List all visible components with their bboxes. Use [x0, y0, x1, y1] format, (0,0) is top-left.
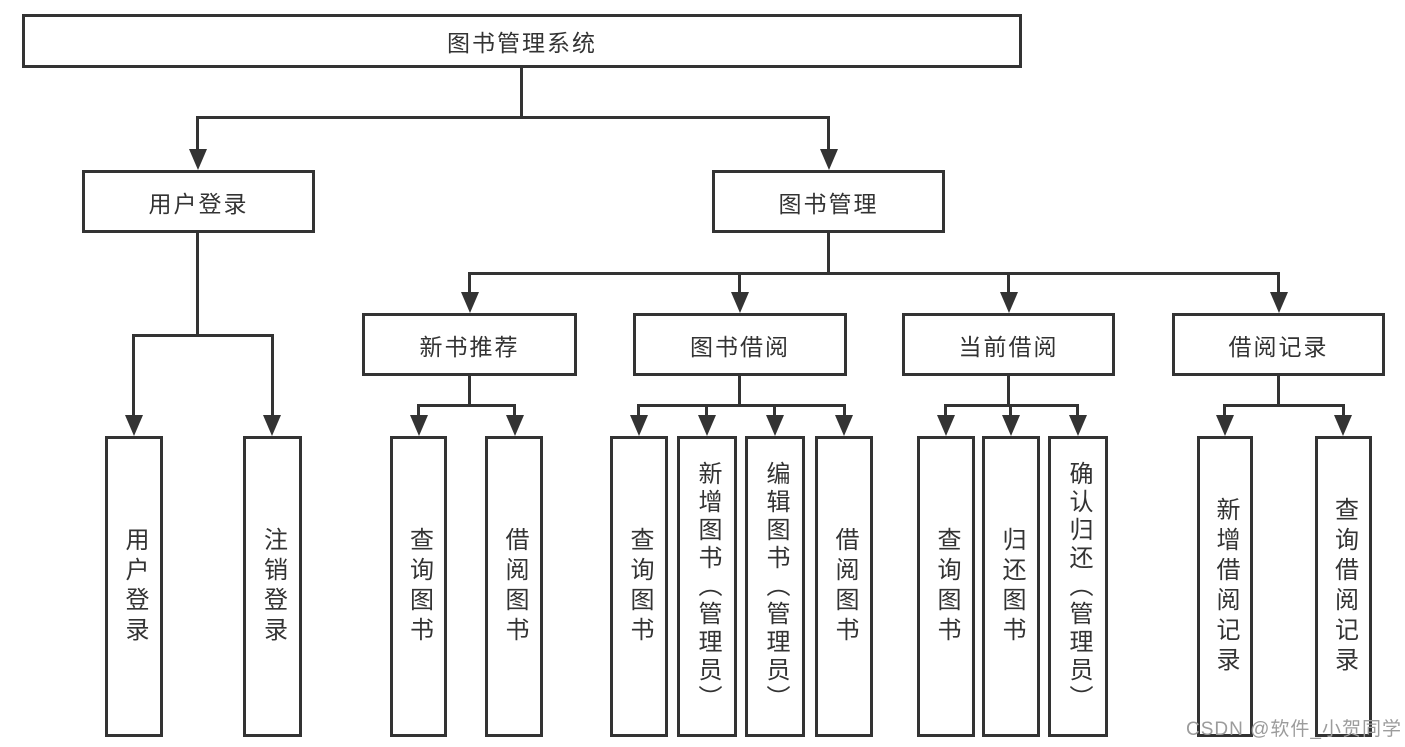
leaf-query-books-2-label: 查询图书: [626, 526, 653, 647]
leaf-return-books-label: 归还图书: [998, 526, 1025, 647]
arrow-down-icon: [189, 149, 207, 170]
leaf-user-login: 用户登录: [105, 436, 163, 737]
connector-line: [417, 404, 516, 407]
leaf-borrow-books-2: 借阅图书: [815, 436, 873, 737]
leaf-query-books-2: 查询图书: [610, 436, 668, 737]
arrow-down-icon: [766, 415, 784, 436]
arrow-down-icon: [630, 415, 648, 436]
connector-line: [637, 404, 640, 417]
node-current-borrow: 当前借阅: [902, 313, 1115, 376]
connector-line: [196, 233, 199, 336]
connector-line: [1007, 376, 1010, 406]
leaf-edit-books-label: 编辑图书（管理员）: [762, 460, 789, 713]
connector-line: [827, 233, 830, 274]
leaf-query-borrow-record-label: 查询借阅记录: [1330, 496, 1358, 677]
connector-line: [773, 404, 776, 417]
leaf-query-books-1: 查询图书: [390, 436, 447, 737]
connector-line: [196, 116, 199, 152]
csdn-watermark: CSDN @软件_小贺同学: [1186, 719, 1402, 740]
connector-line: [1223, 404, 1226, 417]
connector-line: [738, 272, 741, 294]
arrow-down-icon: [1069, 415, 1087, 436]
node-new-book-recommend-label: 新书推荐: [419, 333, 520, 360]
leaf-logout: 注销登录: [243, 436, 302, 737]
connector-line: [468, 272, 1280, 275]
leaf-logout-label: 注销登录: [259, 526, 287, 647]
leaf-confirm-return-label: 确认归还（管理员）: [1065, 460, 1092, 713]
node-book-management-label: 图书管理: [778, 190, 879, 217]
node-borrow-records-label: 借阅记录: [1228, 333, 1329, 360]
leaf-query-borrow-record: 查询借阅记录: [1315, 436, 1372, 737]
leaf-return-books: 归还图书: [982, 436, 1040, 737]
leaf-borrow-books-1: 借阅图书: [485, 436, 543, 737]
connector-line: [417, 404, 420, 417]
arrow-down-icon: [1002, 415, 1020, 436]
node-user-login: 用户登录: [82, 170, 315, 233]
node-user-login-label: 用户登录: [148, 190, 249, 217]
connector-line: [1007, 272, 1010, 294]
connector-line: [944, 404, 947, 417]
arrow-down-icon: [1000, 292, 1018, 313]
connector-line: [1223, 404, 1345, 407]
leaf-borrow-books-1-label: 借阅图书: [501, 526, 528, 647]
leaf-confirm-return: 确认归还（管理员）: [1048, 436, 1108, 737]
connector-line: [705, 404, 708, 417]
arrow-down-icon: [835, 415, 853, 436]
node-root: 图书管理系统: [22, 14, 1022, 68]
connector-line: [520, 68, 523, 118]
arrow-down-icon: [461, 292, 479, 313]
connector-line: [468, 272, 471, 294]
arrow-down-icon: [410, 415, 428, 436]
connector-line: [513, 404, 516, 417]
connector-line: [1342, 404, 1345, 417]
connector-line: [1076, 404, 1079, 417]
arrow-down-icon: [731, 292, 749, 313]
arrow-down-icon: [263, 415, 281, 436]
leaf-query-books-1-label: 查询图书: [405, 526, 433, 647]
arrow-down-icon: [506, 415, 524, 436]
node-book-borrow: 图书借阅: [633, 313, 847, 376]
arrow-down-icon: [1216, 415, 1234, 436]
connector-line: [637, 404, 846, 407]
leaf-add-borrow-record: 新增借阅记录: [1197, 436, 1253, 737]
leaf-borrow-books-2-label: 借阅图书: [831, 526, 858, 647]
arrow-down-icon: [125, 415, 143, 436]
leaf-edit-books: 编辑图书（管理员）: [745, 436, 805, 737]
node-current-borrow-label: 当前借阅: [958, 333, 1059, 360]
leaf-query-books-3-label: 查询图书: [933, 526, 960, 647]
connector-line: [271, 334, 274, 417]
connector-line: [196, 116, 830, 119]
arrow-down-icon: [698, 415, 716, 436]
leaf-user-login-label: 用户登录: [121, 526, 148, 647]
connector-line: [1277, 376, 1280, 406]
arrow-down-icon: [1270, 292, 1288, 313]
node-new-book-recommend: 新书推荐: [362, 313, 577, 376]
connector-line: [843, 404, 846, 417]
node-book-borrow-label: 图书借阅: [690, 333, 790, 360]
arrow-down-icon: [820, 149, 838, 170]
connector-line: [468, 376, 471, 406]
leaf-query-books-3: 查询图书: [917, 436, 975, 737]
leaf-add-books: 新增图书（管理员）: [677, 436, 737, 737]
connector-line: [132, 334, 135, 417]
leaf-add-books-label: 新增图书（管理员）: [694, 460, 721, 713]
connector-line: [738, 376, 741, 406]
node-root-label: 图书管理系统: [447, 30, 597, 56]
connector-line: [132, 334, 274, 337]
connector-line: [1277, 272, 1280, 294]
connector-line: [827, 116, 830, 152]
leaf-add-borrow-record-label: 新增借阅记录: [1212, 496, 1239, 677]
arrow-down-icon: [1334, 415, 1352, 436]
node-book-management: 图书管理: [712, 170, 945, 233]
node-borrow-records: 借阅记录: [1172, 313, 1385, 376]
connector-line: [1009, 404, 1012, 417]
arrow-down-icon: [937, 415, 955, 436]
